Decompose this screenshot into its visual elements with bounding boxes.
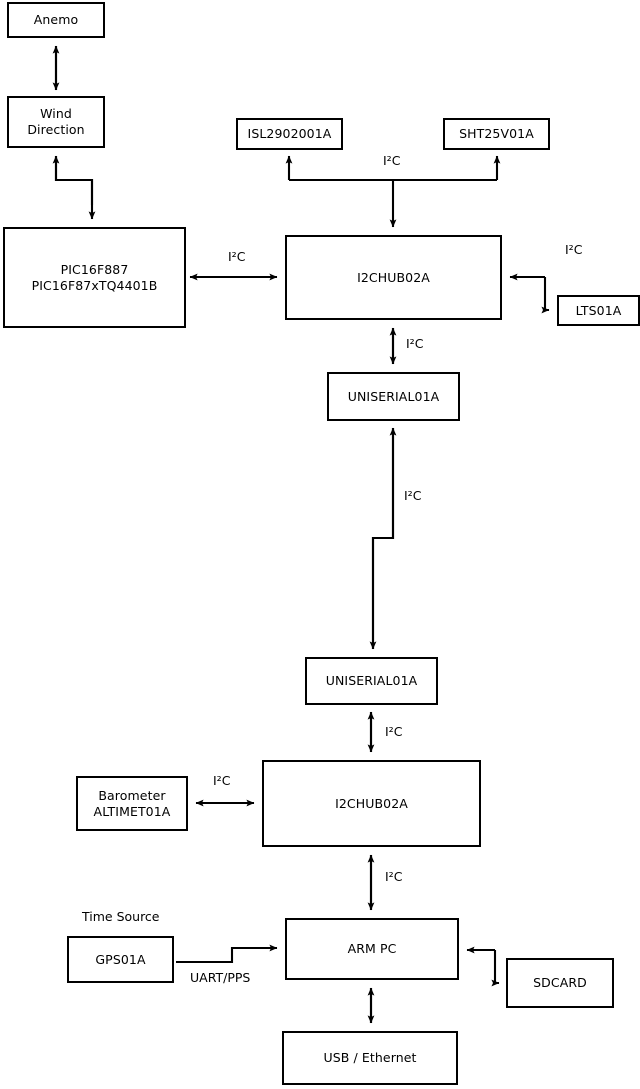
node-pic-mcu-label: PIC16F887 PIC16F87xTQ4401B	[31, 261, 158, 293]
node-uniserial01a-bottom-label: UNISERIAL01A	[325, 673, 418, 689]
node-barometer-altimet01a[interactable]: Barometer ALTIMET01A	[76, 776, 188, 831]
node-uniserial01a-top[interactable]: UNISERIAL01A	[327, 372, 460, 421]
node-lts01a-label: LTS01A	[575, 302, 622, 318]
wire-gps-arm	[176, 944, 278, 964]
node-wind-direction[interactable]: Wind Direction	[7, 96, 105, 148]
node-anemo[interactable]: Anemo	[7, 2, 105, 38]
node-i2chub02a-bottom[interactable]: I2CHUB02A	[262, 760, 481, 847]
node-barometer-altimet01a-label: Barometer ALTIMET01A	[93, 787, 171, 819]
wire-uniserial-up	[371, 427, 397, 649]
edge-label-uart-pps: UART/PPS	[190, 970, 251, 985]
edge-label-i2c-pic-hub: I²C	[228, 249, 246, 264]
node-i2chub02a-top[interactable]: I2CHUB02A	[285, 235, 502, 320]
wire-wind-pic	[54, 156, 96, 220]
node-uniserial01a-bottom[interactable]: UNISERIAL01A	[305, 657, 438, 705]
node-sht25v01a-label: SHT25V01A	[459, 126, 534, 142]
edge-label-i2c-hub-lts: I²C	[565, 242, 583, 257]
node-arm-pc-label: ARM PC	[347, 941, 397, 957]
node-sdcard[interactable]: SDCARD	[506, 958, 614, 1008]
node-i2chub02a-top-label: I2CHUB02A	[357, 269, 430, 285]
node-pic-mcu[interactable]: PIC16F887 PIC16F87xTQ4401B	[3, 227, 186, 328]
node-gps01a[interactable]: GPS01A	[67, 936, 174, 983]
node-lts01a[interactable]: LTS01A	[557, 295, 640, 326]
node-usb-ethernet[interactable]: USB / Ethernet	[282, 1031, 458, 1085]
node-isl2902001a-label: ISL2902001A	[247, 126, 332, 142]
node-anemo-label: Anemo	[33, 12, 79, 28]
node-wind-direction-label: Wind Direction	[27, 106, 85, 137]
edge-label-i2c-barometer-hub2: I²C	[213, 773, 231, 788]
node-gps01a-label: GPS01A	[95, 951, 146, 967]
label-time-source: Time Source	[82, 909, 160, 924]
wire-arm-sdcard	[491, 950, 500, 987]
wire-hub-lts	[541, 277, 550, 314]
node-usb-ethernet-label: USB / Ethernet	[323, 1050, 417, 1066]
wire-uniserial-down	[369, 428, 395, 650]
node-uniserial01a-top-label: UNISERIAL01A	[347, 388, 440, 404]
edge-label-i2c-uniserial-uniserial: I²C	[404, 488, 422, 503]
node-arm-pc[interactable]: ARM PC	[285, 918, 459, 980]
edge-label-i2c-hub2-armpc: I²C	[385, 869, 403, 884]
edge-label-i2c-sensor-bus: I²C	[383, 153, 401, 168]
edge-label-i2c-hub-uniserial: I²C	[406, 336, 424, 351]
edge-label-i2c-uniserial-hub2: I²C	[385, 724, 403, 739]
node-sdcard-label: SDCARD	[533, 975, 587, 991]
node-i2chub02a-bottom-label: I2CHUB02A	[335, 795, 408, 811]
node-sht25v01a[interactable]: SHT25V01A	[443, 118, 550, 150]
node-isl2902001a[interactable]: ISL2902001A	[236, 118, 343, 150]
wire-pic-wind	[52, 155, 94, 205]
